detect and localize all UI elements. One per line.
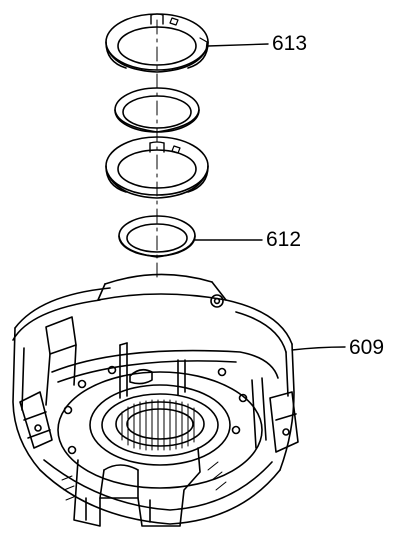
leader-line-609 [291, 346, 346, 351]
part-609-housing [12, 273, 299, 527]
upper-plain-ring [114, 87, 200, 133]
callout-label-612: 612 [266, 228, 302, 251]
middle-split-ring [105, 136, 209, 199]
part-612-ring [118, 215, 196, 258]
leader-line-613 [207, 43, 269, 47]
part-613-split-ring [105, 13, 209, 73]
callout-label-613: 613 [272, 32, 308, 55]
callout-label-609: 609 [349, 336, 385, 359]
